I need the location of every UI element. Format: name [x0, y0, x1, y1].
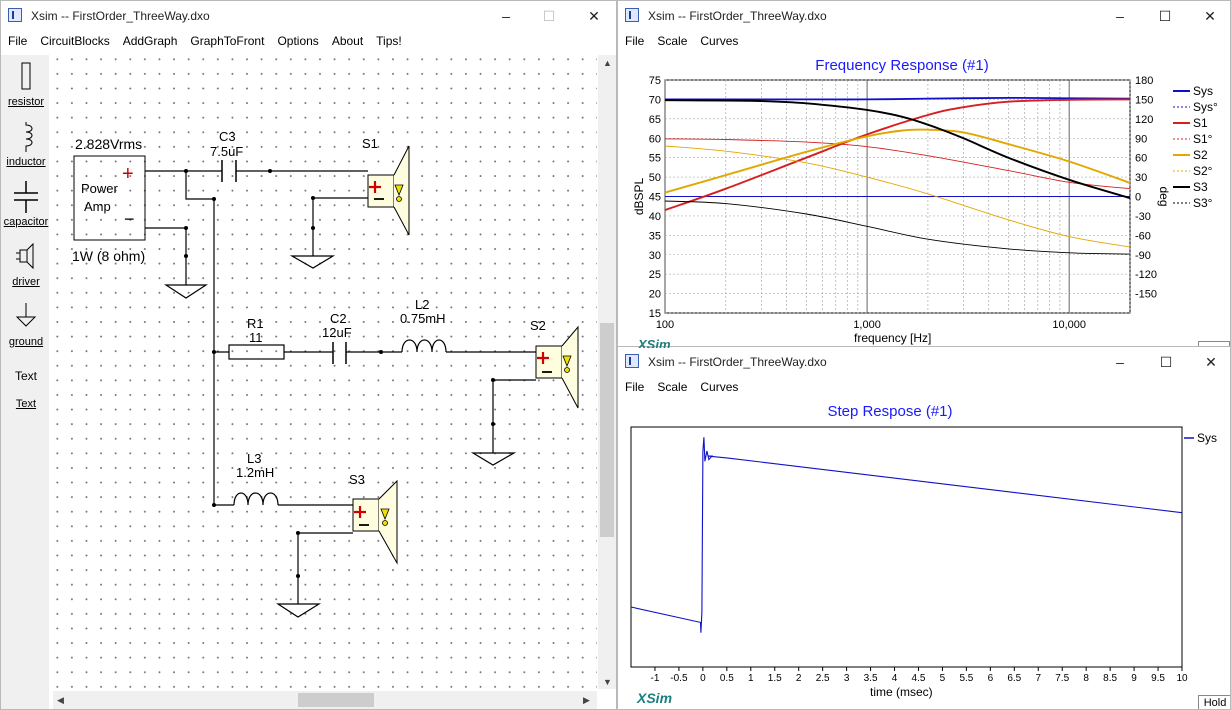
vertical-scroll-thumb[interactable] [600, 323, 614, 537]
window-title: Xsim -- FirstOrder_ThreeWay.dxo [648, 355, 827, 369]
minimize-icon[interactable]: – [1116, 8, 1124, 24]
r1-value: 11 [249, 330, 263, 345]
xsim-logo: XSim [637, 690, 673, 706]
app-icon [625, 354, 639, 368]
hold-button[interactable]: Hold [1198, 695, 1230, 709]
step-window: Xsim -- FirstOrder_ThreeWay.dxo – ☐ ✕ Fi… [617, 346, 1231, 710]
driver-icon [16, 242, 34, 270]
menu-file[interactable]: File [625, 34, 645, 48]
frequency-window: Xsim -- FirstOrder_ThreeWay.dxo – ☐ ✕ Fi… [617, 0, 1231, 348]
tool-text-label: Text [15, 398, 37, 410]
step-titlebar: Xsim -- FirstOrder_ThreeWay.dxo – ☐ ✕ [618, 347, 1230, 377]
tool-resistor-label: resistor [7, 96, 45, 108]
xsim-logo: XSim [638, 338, 671, 348]
app-icon [8, 8, 22, 22]
tool-inductor[interactable]: inductor [1, 121, 51, 168]
ground-icon [15, 303, 37, 327]
minimize-icon[interactable]: – [502, 8, 510, 24]
minimize-icon[interactable]: – [1116, 354, 1124, 370]
menu-file[interactable]: File [625, 380, 645, 394]
maximize-icon[interactable]: ☐ [1158, 8, 1172, 24]
tool-inductor-label: inductor [6, 156, 46, 168]
amp-minus-terminal: − [124, 209, 135, 229]
close-icon[interactable]: ✕ [588, 8, 600, 24]
vertical-scrollbar[interactable]: ▲ ▼ [598, 55, 616, 689]
menu-scale[interactable]: Scale [657, 34, 688, 48]
l3-value: 1.2mH [236, 465, 275, 480]
tool-ground-label: ground [8, 336, 44, 348]
amp-plus-terminal: + [122, 163, 134, 185]
window-title: Xsim -- FirstOrder_ThreeWay.dxo [648, 9, 827, 23]
c2-name: C2 [330, 311, 347, 326]
resistor-icon [21, 62, 31, 90]
horizontal-scroll-thumb[interactable] [298, 693, 374, 707]
amp-spec-label: 1W (8 ohm) [72, 248, 146, 264]
menu-graphtofront[interactable]: GraphToFront [190, 34, 265, 48]
c3-name: C3 [219, 129, 236, 144]
c3-value: 7.5uF [210, 144, 244, 159]
menu-curves[interactable]: Curves [700, 380, 739, 394]
window-title: Xsim -- FirstOrder_ThreeWay.dxo [31, 9, 210, 23]
l2-value: 0.75mH [400, 311, 446, 326]
s3-label: S3 [349, 472, 365, 487]
app-icon [625, 8, 639, 22]
hold-button[interactable] [1198, 341, 1230, 347]
frequency-titlebar: Xsim -- FirstOrder_ThreeWay.dxo – ☐ ✕ [618, 1, 1230, 31]
tool-driver[interactable]: driver [1, 241, 51, 288]
step-menubar: File Scale Curves [618, 377, 1230, 397]
frequency-x-axis-label: frequency [Hz] [854, 331, 932, 345]
s1-label: S1 [362, 136, 378, 151]
amp-name-line2: Amp [84, 199, 111, 214]
frequency-menubar: File Scale Curves [618, 31, 1230, 51]
circuit-menubar: File CircuitBlocks AddGraph GraphToFront Opt… [1, 31, 616, 51]
s2-label: S2 [530, 318, 546, 333]
frequency-graph-title: Frequency Response (#1) [815, 57, 989, 74]
menu-scale[interactable]: Scale [657, 380, 688, 394]
inductor-icon [25, 122, 33, 152]
menu-about[interactable]: About [331, 34, 364, 48]
maximize-icon[interactable]: ☐ [1159, 354, 1173, 370]
tool-resistor[interactable]: resistor [1, 61, 51, 108]
tool-text-plain[interactable]: Text [1, 369, 51, 383]
close-icon[interactable]: ✕ [1204, 8, 1216, 24]
scroll-left-icon[interactable]: ◀ [57, 695, 64, 705]
step-x-axis-label: time (msec) [870, 685, 933, 699]
step-graph-title: Step Respose (#1) [827, 403, 953, 420]
maximize-icon[interactable]: ☐ [542, 8, 556, 24]
scroll-right-icon[interactable]: ▶ [583, 695, 590, 705]
menu-file[interactable]: File [8, 34, 28, 48]
l3-name: L3 [247, 451, 262, 466]
component-toolbox: resistor inductor capacitor driver groun… [1, 55, 49, 709]
tool-capacitor[interactable]: capacitor [1, 181, 51, 228]
circuit-titlebar: Xsim -- FirstOrder_ThreeWay.dxo – ☐ ✕ [1, 1, 616, 31]
tool-capacitor-label: capacitor [3, 216, 49, 228]
circuit-window: Xsim -- FirstOrder_ThreeWay.dxo – ☐ ✕ Fi… [0, 0, 617, 710]
menu-circuitblocks[interactable]: CircuitBlocks [40, 34, 110, 48]
scroll-up-icon[interactable]: ▲ [603, 58, 612, 68]
tool-text[interactable]: Text [1, 398, 51, 410]
tool-text-plain-label: Text [14, 369, 37, 383]
amp-name-line1: Power [81, 181, 118, 196]
tool-driver-label: driver [12, 276, 40, 288]
c2-value: 12uF [322, 325, 352, 340]
menu-options[interactable]: Options [277, 34, 319, 48]
menu-tips[interactable]: Tips! [376, 34, 402, 48]
scroll-down-icon[interactable]: ▼ [603, 677, 612, 687]
tool-ground[interactable]: ground [1, 301, 51, 348]
menu-addgraph[interactable]: AddGraph [122, 34, 178, 48]
close-icon[interactable]: ✕ [1205, 354, 1217, 370]
amp-voltage-label: 2.828Vrms [75, 136, 143, 152]
horizontal-scrollbar[interactable]: ◀ ▶ [53, 691, 597, 709]
l2-name: L2 [415, 297, 430, 312]
capacitor-icon [14, 181, 38, 213]
menu-curves[interactable]: Curves [700, 34, 739, 48]
r1-name: R1 [247, 316, 264, 331]
